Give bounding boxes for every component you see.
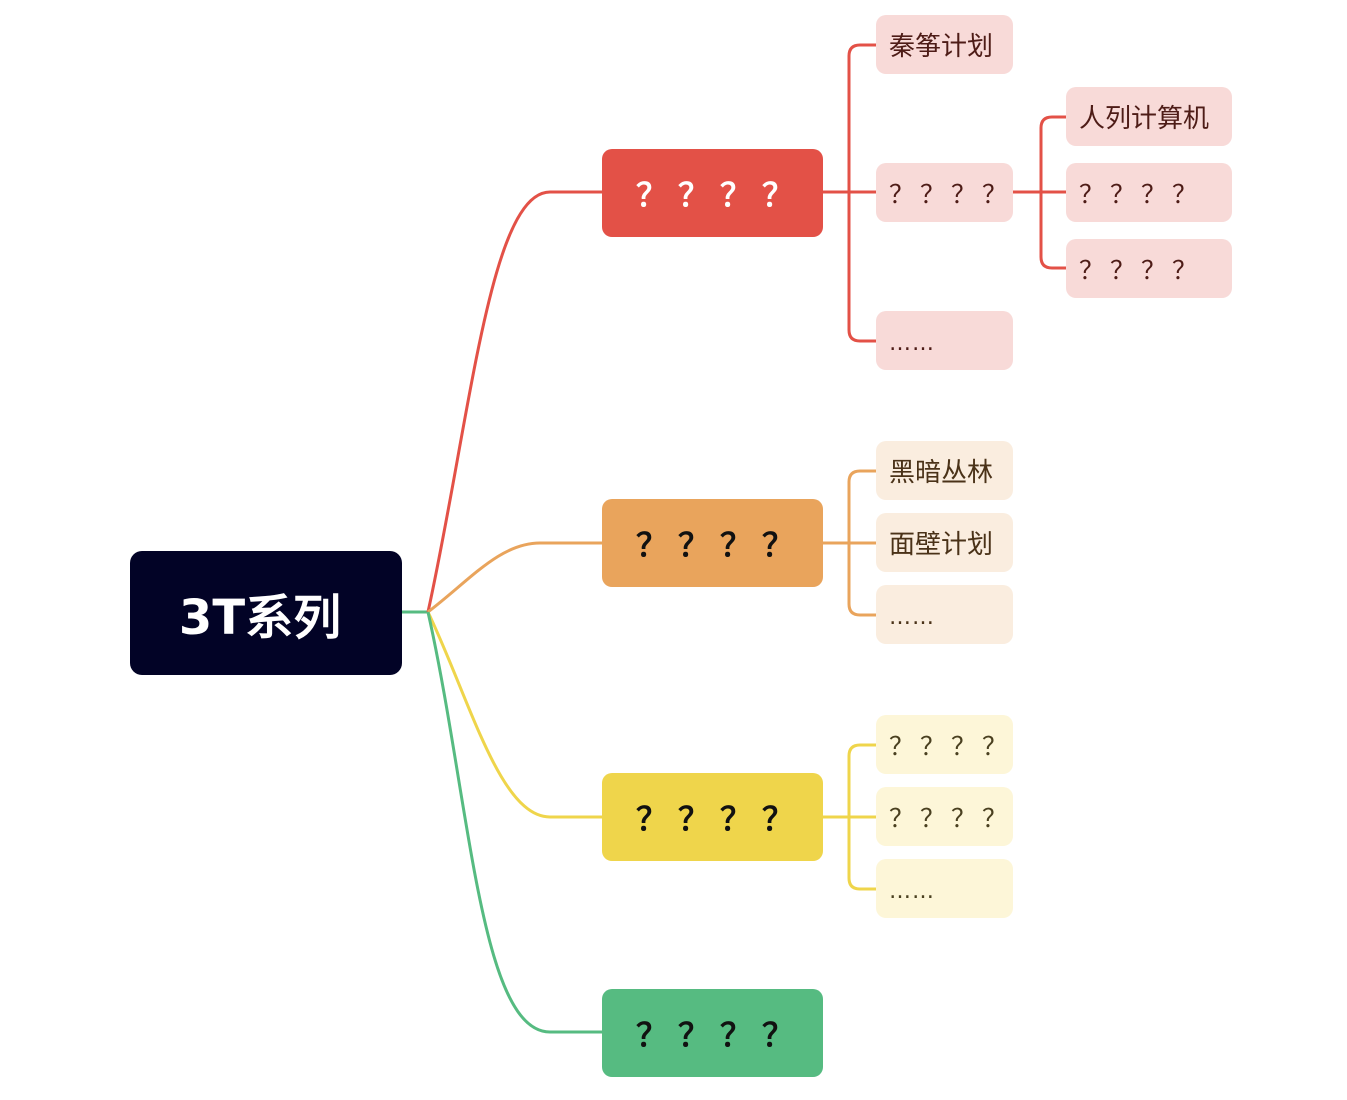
subtopic-label: …… [889, 331, 935, 356]
subtopic-node[interactable]: 黑暗丛林 [876, 441, 1013, 500]
link-root-orange [427, 541, 602, 614]
branch-node-label: ？？？？ [636, 1016, 805, 1054]
subtopic-label: …… [889, 879, 935, 904]
subtopic-label: 人列计算机 [1079, 104, 1210, 134]
link-root-red [426, 190, 602, 613]
subtopic-label: ？？？？ [889, 179, 1014, 209]
link-root-yellow [426, 611, 602, 819]
subtopic-node[interactable]: ？？？？ [876, 163, 1013, 222]
nested-subtopic-node[interactable]: ？？？？ [1066, 163, 1232, 222]
subtopic-label: ？？？？ [1079, 179, 1204, 209]
root-node-label: 3T系列 [178, 590, 342, 646]
subtopic-label: 黑暗丛林 [889, 458, 994, 488]
subtopic-node[interactable]: …… [876, 859, 1013, 918]
subtopic-node[interactable]: 秦筝计划 [876, 15, 1013, 74]
link-red-nested-bracket [1039, 115, 1066, 270]
link-red-bracket [847, 43, 876, 343]
subtopic-node[interactable]: 面壁计划 [876, 513, 1013, 572]
link-root-green [426, 611, 602, 1034]
root-node[interactable]: 3T系列 [130, 551, 402, 675]
subtopic-label: ？？？？ [889, 803, 1014, 833]
branch-node-yellow[interactable]: ？？？？ [602, 773, 823, 861]
link-yellow-bracket [847, 743, 876, 891]
branch-node-orange[interactable]: ？？？？ [602, 499, 823, 587]
subtopic-node[interactable]: …… [876, 311, 1013, 370]
branch-node-red[interactable]: ？？？？ [602, 149, 823, 237]
subtopic-node[interactable]: ？？？？ [876, 787, 1013, 846]
branch-node-label: ？？？？ [636, 526, 805, 564]
nested-subtopic-node[interactable]: 人列计算机 [1066, 87, 1232, 146]
branch-node-label: ？？？？ [636, 176, 805, 214]
subtopic-label: …… [889, 605, 935, 630]
nested-subtopic-node[interactable]: ？？？？ [1066, 239, 1232, 298]
subtopic-label: ？？？？ [889, 731, 1014, 761]
subtopic-label: 秦筝计划 [889, 32, 994, 62]
subtopic-node[interactable]: ？？？？ [876, 715, 1013, 774]
branch-node-label: ？？？？ [636, 800, 805, 838]
link-orange-bracket [847, 469, 876, 617]
subtopic-node[interactable]: …… [876, 585, 1013, 644]
subtopic-label: ？？？？ [1079, 255, 1204, 285]
branch-node-green[interactable]: ？？？？ [602, 989, 823, 1077]
subtopic-label: 面壁计划 [889, 530, 994, 560]
